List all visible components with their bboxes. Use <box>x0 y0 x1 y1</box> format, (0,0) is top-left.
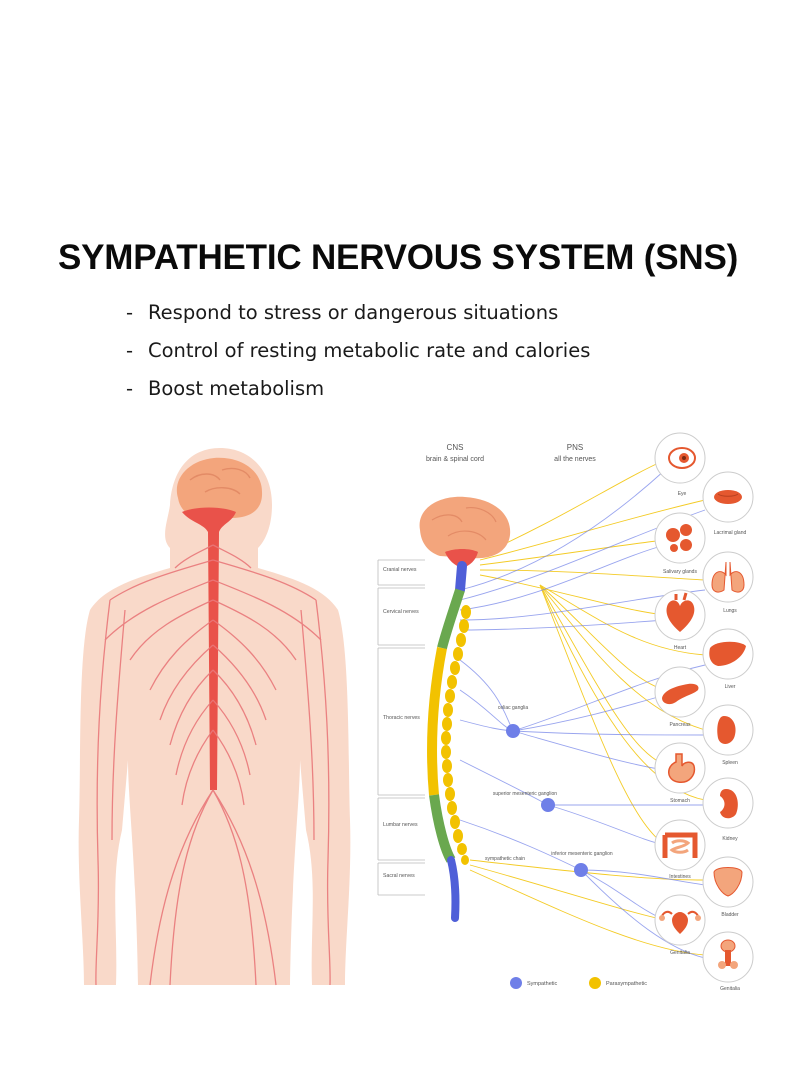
page-title: SYMPATHETIC NERVOUS SYSTEM (SNS) <box>58 238 739 277</box>
spine-region-label: Cranial nerves <box>383 567 417 573</box>
organ-label: Genitalia <box>670 950 690 956</box>
superior-mesenteric-ganglion-node <box>541 798 555 812</box>
bullet-dash: - <box>126 377 134 400</box>
organ-label: Stomach <box>670 798 690 804</box>
organ-label: Spleen <box>722 760 738 766</box>
pancreas-icon <box>654 666 706 718</box>
organ-label: Pancreas <box>669 722 691 728</box>
diagram-brain-folds <box>431 507 497 541</box>
pns-subtitle: all the nerves <box>554 456 596 463</box>
spine-region-label: Thoracic nerves <box>383 715 420 721</box>
heart-icon <box>654 589 706 641</box>
lacrimal-gland-icon <box>702 471 754 523</box>
organ-label: Bladder <box>721 912 739 918</box>
kidney-icon <box>702 777 754 829</box>
organ-labels: Eye Lacrimal gland Salivary glands Lungs… <box>663 491 746 992</box>
bullet-dash: - <box>126 339 134 362</box>
inferior-mesenteric-ganglion-node <box>574 863 588 877</box>
spine-region-brackets <box>377 559 425 896</box>
organ-label: Salivary glands <box>663 569 697 575</box>
organ-label: Lacrimal gland <box>714 530 747 536</box>
lungs-icon <box>702 551 754 603</box>
legend-label: Sympathetic <box>527 981 558 987</box>
legend-parasympathetic-swatch <box>589 977 601 989</box>
cns-title: CNS <box>447 443 464 452</box>
eye-icon <box>654 432 706 484</box>
spine-thoracic-segment <box>437 588 465 650</box>
bullet-text: Boost metabolism <box>148 377 325 400</box>
bullet-item: -Respond to stress or dangerous situatio… <box>126 294 590 332</box>
stomach-icon <box>654 742 706 794</box>
spine-sacral-segment <box>447 856 460 922</box>
sympathetic-chain <box>441 605 471 865</box>
legend: Sympathetic Parasympathetic <box>510 977 647 989</box>
organ-label: Liver <box>725 684 736 690</box>
intestines-icon <box>654 819 706 871</box>
organ-label: Eye <box>678 491 687 497</box>
bullet-dash: - <box>126 301 134 324</box>
spleen-icon <box>702 704 754 756</box>
organ-label: Kidney <box>722 836 738 842</box>
legend-sympathetic-swatch <box>510 977 522 989</box>
ganglion-label: celiac ganglia <box>498 705 529 711</box>
pns-title: PNS <box>567 443 583 452</box>
ganglion-label: inferior mesenteric ganglion <box>551 851 613 857</box>
celiac-ganglion-node <box>506 724 520 738</box>
spine-region-label: Lumbar nerves <box>383 822 418 828</box>
nerve-diagram: CNS brain & spinal cord PNS all the nerv… <box>377 432 754 992</box>
bladder-icon <box>702 856 754 908</box>
spine-region-label: Cervical nerves <box>383 609 419 615</box>
brain-fold <box>189 467 251 495</box>
human-body-figure <box>78 448 351 986</box>
spine-region-labels: Cranial nerves Cervical nerves Thoracic … <box>383 567 420 879</box>
spine-cervical-segment <box>455 561 467 595</box>
ganglion-label: sympathetic chain <box>485 856 525 862</box>
bullet-list: -Respond to stress or dangerous situatio… <box>126 294 590 408</box>
ganglion-label: superior mesenteric ganglion <box>493 791 557 797</box>
body-nerves <box>95 544 331 986</box>
genitalia-female-icon <box>654 894 706 946</box>
organ-label: Intestines <box>669 874 691 880</box>
brain-stem <box>445 549 478 568</box>
genitalia-male-icon <box>702 931 754 983</box>
parasympathetic-nerve-lines <box>469 459 706 956</box>
bullet-item: -Boost metabolism <box>126 370 590 408</box>
legend-label: Parasympathetic <box>606 981 647 987</box>
bullet-text: Respond to stress or dangerous situation… <box>148 301 559 324</box>
spine-thoracic-lower-segment <box>427 647 447 796</box>
organ-icons <box>654 432 754 983</box>
bullet-item: -Control of resting metabolic rate and c… <box>126 332 590 370</box>
organ-label: Lungs <box>723 608 737 614</box>
bullet-text: Control of resting metabolic rate and ca… <box>148 339 591 362</box>
spine-region-label: Sacral nerves <box>383 873 415 879</box>
cns-subtitle: brain & spinal cord <box>426 456 484 463</box>
organ-label: Heart <box>674 645 687 651</box>
salivary-glands-icon <box>654 512 706 564</box>
organ-label: Genitalia <box>720 986 740 992</box>
liver-icon <box>702 628 754 680</box>
